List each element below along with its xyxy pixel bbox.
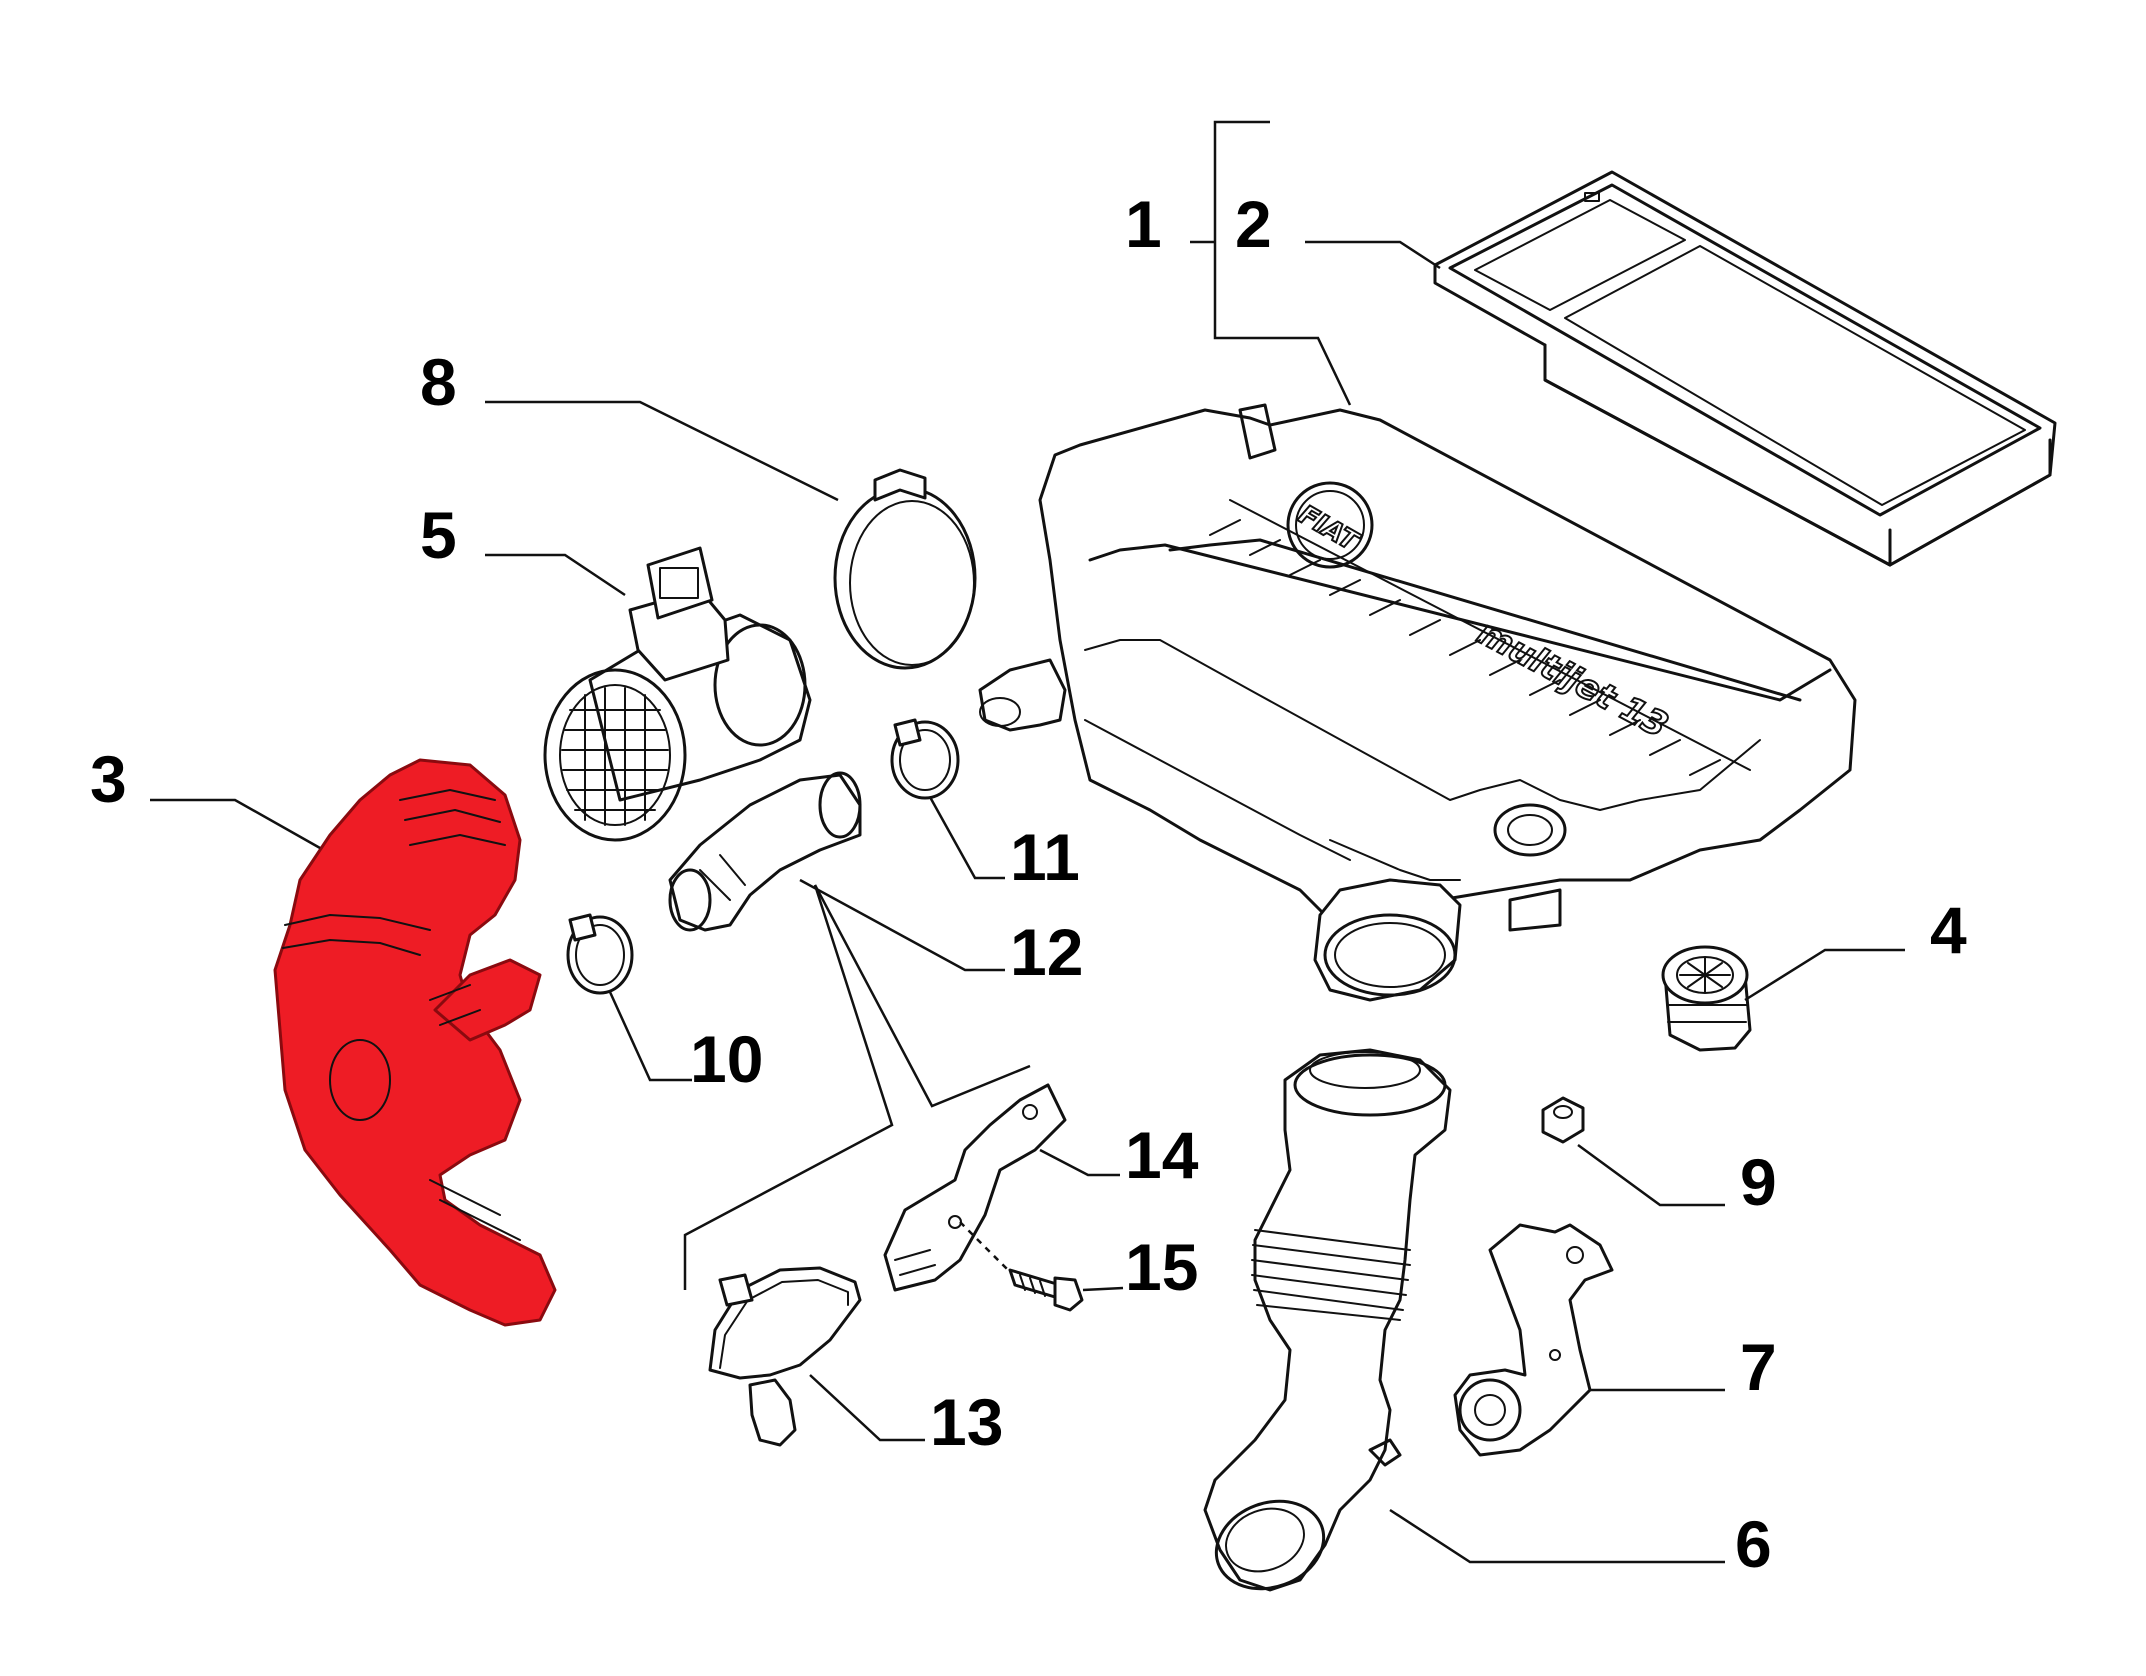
part-6-outlet-duct[interactable]	[1203, 1048, 1452, 1603]
callout-2: 2	[1235, 187, 1272, 261]
leader-8	[485, 400, 839, 502]
part-10-hose-clip[interactable]	[566, 913, 634, 995]
leader-lines	[150, 120, 1905, 1564]
part-12-short-hose[interactable]	[668, 771, 862, 932]
part-14-bracket-plate[interactable]	[883, 1083, 1067, 1292]
leader-5	[485, 553, 626, 597]
part-3-intake-hose-highlighted[interactable]	[273, 758, 557, 1327]
callout-15: 15	[1125, 1230, 1198, 1304]
leader-6	[1389, 1508, 1725, 1564]
callout-8: 8	[420, 345, 457, 419]
leader-11	[928, 796, 1005, 880]
leader-15	[1082, 1286, 1124, 1292]
leader-12-branch-b	[683, 884, 894, 1290]
part-5-air-mass-meter[interactable]	[543, 546, 812, 842]
callout-11: 11	[1010, 820, 1080, 894]
leader-12	[799, 878, 1005, 972]
callout-5: 5	[420, 498, 457, 572]
callout-7: 7	[1740, 1330, 1777, 1404]
part-2-air-filter[interactable]	[1433, 170, 2057, 567]
part-8-band-clamp[interactable]	[833, 468, 977, 670]
leader-2	[1305, 240, 1441, 270]
part-9-nut[interactable]	[1541, 1096, 1585, 1144]
part-4-grommet[interactable]	[1661, 945, 1752, 1052]
callout-6: 6	[1735, 1507, 1772, 1581]
part-1-air-box[interactable]: FIAT multijet 13	[978, 403, 1857, 1002]
callout-12: 12	[1010, 915, 1083, 989]
callout-14: 14	[1125, 1118, 1199, 1192]
leader-4	[1744, 948, 1905, 1002]
leader-1	[1213, 120, 1352, 406]
leader-10	[608, 991, 692, 1082]
callouts: 1 2 3 4 5 6 7 8 9 10 11 12 13 14 15	[90, 187, 1967, 1581]
part-15-bolt[interactable]	[959, 1221, 1084, 1312]
callout-3: 3	[90, 742, 127, 816]
leader-3	[150, 798, 321, 850]
leader-9	[1577, 1143, 1725, 1207]
callout-1: 1	[1125, 187, 1162, 261]
leader-13	[809, 1374, 925, 1442]
callout-4: 4	[1930, 893, 1967, 967]
part-7-bracket[interactable]	[1453, 1223, 1614, 1457]
part-13-mounting-clamp[interactable]	[708, 1266, 862, 1447]
callout-10: 10	[690, 1022, 763, 1096]
part-11-hose-clip[interactable]	[890, 718, 960, 800]
callout-9: 9	[1740, 1145, 1777, 1219]
callout-13: 13	[930, 1385, 1003, 1459]
leader-14	[1039, 1148, 1120, 1177]
leader-12-branch-a	[813, 884, 1031, 1108]
